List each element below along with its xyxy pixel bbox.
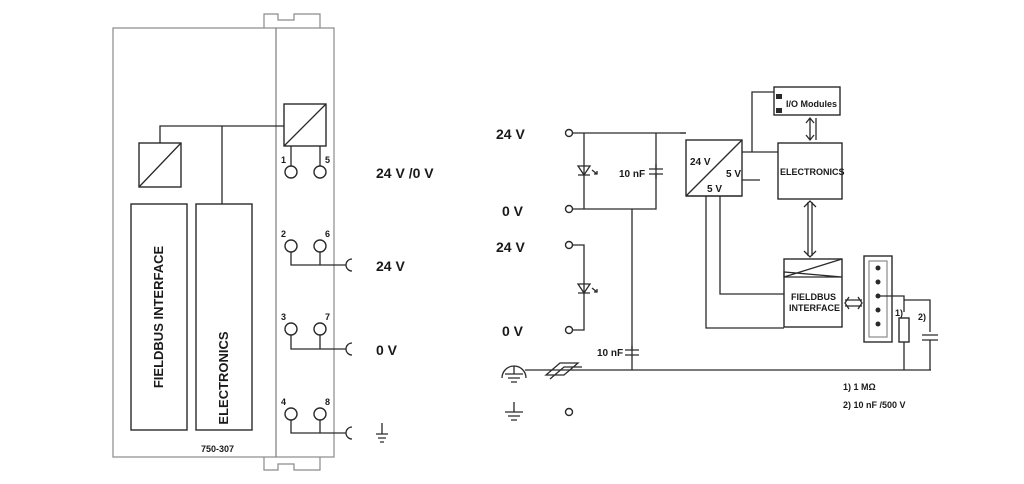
fieldbus-interface-label: FIELDBUS INTERFACE xyxy=(151,246,166,389)
terminal-group-1-5: 1 5 xyxy=(281,146,330,179)
terminal-screw-icon xyxy=(313,322,327,336)
terminal-number-7: 7 xyxy=(325,312,330,322)
pin-0v-label: 0 V xyxy=(376,342,398,358)
terminal-screw-icon xyxy=(284,322,298,336)
terminal-screw-icon xyxy=(284,407,298,421)
fieldbus-label-line2: INTERFACE xyxy=(789,303,840,313)
capacitor-icon xyxy=(649,164,663,179)
module-housing xyxy=(112,13,335,471)
io-modules-label: I/O Modules xyxy=(786,99,837,109)
capacitor-icon xyxy=(625,346,639,356)
terminal-screw-icon xyxy=(284,165,298,179)
terminal-number-4: 4 xyxy=(281,397,286,407)
terminal-group-4-8: 4 8 xyxy=(281,397,353,440)
terminal-number-2: 2 xyxy=(281,229,286,239)
ground-icon xyxy=(376,423,388,443)
note-2: 2) 10 nF /500 V xyxy=(843,400,906,410)
pin-24v-label: 24 V xyxy=(376,258,405,274)
terminal-screw-icon xyxy=(313,407,327,421)
marker-2: 2) xyxy=(918,312,926,322)
cap-label-1: 10 nF xyxy=(619,169,645,180)
resistor-icon xyxy=(898,317,910,370)
terminal-number-6: 6 xyxy=(325,229,330,239)
dc-dc-converter-icon xyxy=(685,139,743,197)
capacitor-icon xyxy=(922,334,938,370)
supply-label: 24 V /0 V xyxy=(376,165,434,181)
converter-out-2-label: 5 V xyxy=(707,184,722,195)
input-1-24v-label: 24 V xyxy=(496,126,525,142)
terminal-screw-icon xyxy=(313,165,327,179)
terminal-number-5: 5 xyxy=(325,155,330,165)
electronics-block-label: ELECTRONICS xyxy=(216,331,231,425)
cap-label-2: 10 nF xyxy=(597,348,623,359)
terminal-group-2-6: 2 6 xyxy=(281,229,353,272)
converter-out-1-label: 5 V xyxy=(726,169,741,180)
fieldbus-connector-icon xyxy=(863,255,893,343)
electronics-label: ELECTRONICS xyxy=(780,167,845,177)
input-2-0v-label: 0 V xyxy=(502,323,524,339)
part-number: 750-307 xyxy=(201,444,234,454)
ground-icon xyxy=(505,402,523,421)
marker-1: 1) xyxy=(895,308,903,318)
io-modules-box xyxy=(773,86,841,116)
din-rail-icon xyxy=(544,362,582,380)
fieldbus-label-line1: FIELDBUS xyxy=(791,292,836,302)
electronics-block: ELECTRONICS xyxy=(195,203,253,431)
input-1-0v-label: 0 V xyxy=(502,203,524,219)
terminal-number-3: 3 xyxy=(281,312,286,322)
terminal-screw-icon xyxy=(313,239,327,253)
electronics-box xyxy=(777,142,843,200)
led-diode-icon xyxy=(576,165,598,177)
terminal-number-8: 8 xyxy=(325,397,330,407)
input-2-24v-label: 24 V xyxy=(496,239,525,255)
note-1: 1) 1 MΩ xyxy=(843,382,876,392)
fieldbus-interface-block: FIELDBUS INTERFACE xyxy=(130,203,188,431)
led-diode-icon xyxy=(576,283,598,295)
internal-bus-line xyxy=(159,125,284,204)
converter-in-label: 24 V xyxy=(690,157,711,168)
fieldbus-interface-box xyxy=(783,258,843,328)
ground-icon xyxy=(501,365,527,383)
fieldbus-dc-dc-converter-icon xyxy=(138,142,182,188)
terminal-group-3-7: 3 7 xyxy=(281,312,353,356)
module-dc-dc-converter-icon xyxy=(283,103,327,147)
terminal-number-1: 1 xyxy=(281,155,286,165)
terminal-screw-icon xyxy=(284,239,298,253)
